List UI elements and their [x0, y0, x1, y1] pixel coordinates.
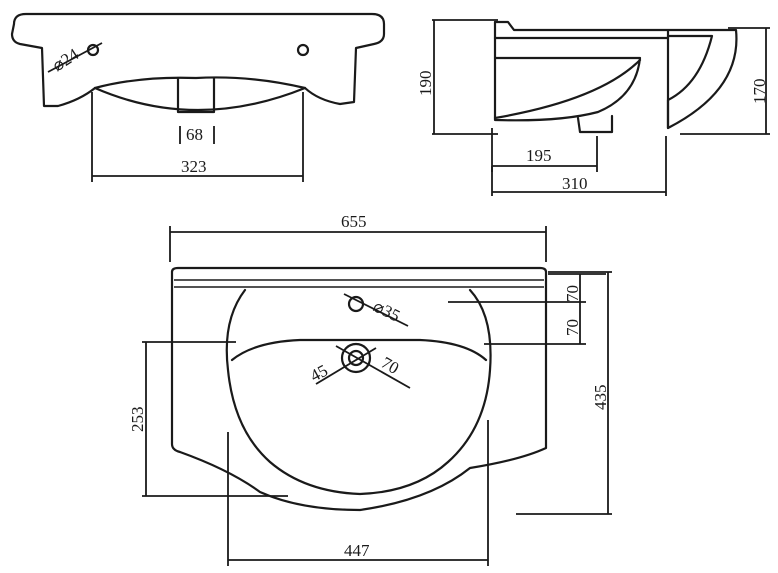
front-basin-outline — [10, 12, 386, 108]
dim323-label: 323 — [181, 157, 207, 176]
top-bowl-inner — [230, 338, 488, 362]
dim655-label: 655 — [341, 212, 367, 231]
dim68-label: 68 — [186, 125, 203, 144]
dia24-leader — [47, 42, 103, 73]
dim195-label: 195 — [526, 146, 552, 165]
drain-label-45: 45 — [307, 361, 331, 386]
side-bowl-curve — [493, 58, 642, 120]
drain-label-70: 70 — [378, 353, 402, 378]
top-basin-outline — [170, 266, 548, 512]
top-view: 655 ⌀35 45 70 70 70 435 253 447 — [128, 212, 612, 566]
dim435-label: 435 — [591, 385, 610, 411]
dim170-label: 170 — [750, 79, 769, 105]
dim310-label: 310 — [562, 174, 588, 193]
drain-inner — [347, 349, 365, 367]
side-tap — [576, 114, 614, 134]
dim70a-label: 70 — [563, 285, 582, 302]
drain-leader-right — [335, 345, 411, 389]
side-view: 190 170 195 310 — [416, 19, 770, 196]
dim190-label: 190 — [416, 71, 435, 97]
dim253-label: 253 — [128, 407, 147, 433]
front-hole-right — [296, 43, 310, 57]
front-tap-stem — [176, 76, 216, 114]
top-bowl-outer — [225, 288, 492, 496]
drain-leader-left — [315, 347, 377, 385]
dim70b-label: 70 — [563, 319, 582, 336]
dia24-label: ⌀24 — [49, 44, 83, 75]
dim447-label: 447 — [344, 541, 370, 560]
dia35-leader — [343, 293, 409, 327]
side-basin-body — [493, 20, 642, 122]
front-view: ⌀24 68 323 — [10, 12, 386, 182]
drain-outer — [340, 342, 372, 374]
front-bowl-curve — [93, 86, 307, 112]
